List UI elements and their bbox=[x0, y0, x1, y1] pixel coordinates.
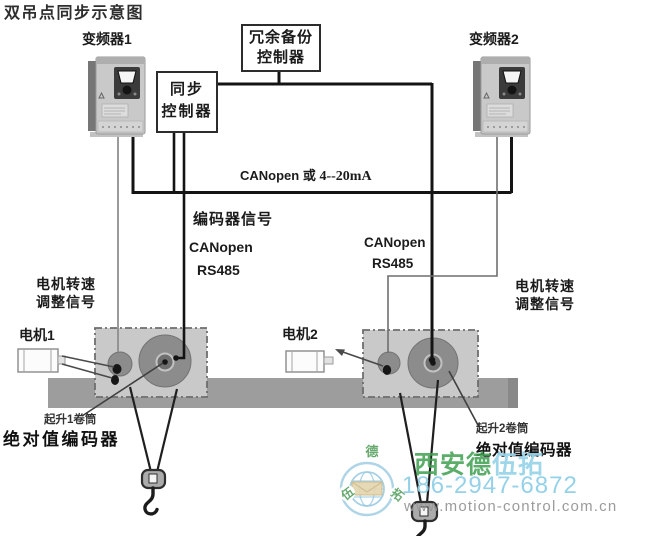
vfd2-image bbox=[472, 56, 531, 138]
right-motor-speed-line1: 电机转速 bbox=[515, 278, 575, 294]
vfd1-label: 变频器1 bbox=[82, 31, 132, 47]
left-motor-speed-label: 电机转速 调整信号 bbox=[36, 276, 96, 311]
control-wiring bbox=[131, 70, 513, 364]
hook2 bbox=[410, 500, 439, 536]
speed-signal-wiring bbox=[117, 133, 498, 353]
abs-encoder-left-label: 绝对值编码器 bbox=[3, 430, 120, 449]
right-canopen-label: CANopen bbox=[364, 235, 426, 250]
motor2-coupling-arrow bbox=[335, 349, 384, 367]
canopen-bus-label-sans: CANopen 或 bbox=[240, 168, 316, 183]
motor2-label: 电机2 bbox=[282, 326, 318, 342]
page-title: 双吊点同步示意图 bbox=[4, 5, 145, 22]
left-motor-speed-line1: 电机转速 bbox=[36, 276, 96, 292]
right-rs485-label: RS485 bbox=[372, 256, 414, 271]
hoist1-drum bbox=[107, 334, 192, 388]
redundant-controller-line1: 冗余备份 bbox=[248, 29, 313, 46]
leader-lines bbox=[81, 362, 480, 428]
vfd2-label: 变频器2 bbox=[469, 31, 519, 47]
right-motor-speed-line2: 调整信号 bbox=[515, 295, 575, 312]
sync-controller-box: 同步 控制器 bbox=[156, 71, 218, 133]
hook1 bbox=[140, 468, 167, 516]
encoder-signal-label: 编码器信号 bbox=[193, 211, 274, 228]
canopen-bus-label: CANopen 或 4--20mA bbox=[240, 168, 372, 185]
redundant-backup-controller-box: 冗余备份 控制器 bbox=[241, 24, 321, 72]
motor1-coupling-lines bbox=[61, 355, 115, 379]
left-rs485-label: RS485 bbox=[197, 262, 240, 278]
right-motor-speed-label: 电机转速 调整信号 bbox=[515, 278, 575, 313]
canopen-bus-label-serif: 4--20mA bbox=[319, 169, 372, 184]
abs-encoder-right-label: 绝对值编码器 bbox=[476, 442, 573, 459]
sync-controller-line2: 控制器 bbox=[161, 103, 213, 120]
left-canopen-label: CANopen bbox=[189, 239, 253, 255]
redundant-controller-line2: 控制器 bbox=[256, 49, 305, 66]
hoist-ropes bbox=[128, 379, 440, 504]
motor1-image bbox=[17, 348, 66, 373]
motor2-image bbox=[285, 350, 334, 373]
drum1-label: 起升1卷筒 bbox=[44, 414, 97, 426]
drum2-label: 起升2卷筒 bbox=[476, 423, 529, 435]
motor1-label: 电机1 bbox=[19, 327, 55, 343]
vfd1-image bbox=[87, 56, 146, 138]
sync-controller-line1: 同步 bbox=[169, 81, 204, 98]
left-motor-speed-line2: 调整信号 bbox=[36, 293, 96, 310]
